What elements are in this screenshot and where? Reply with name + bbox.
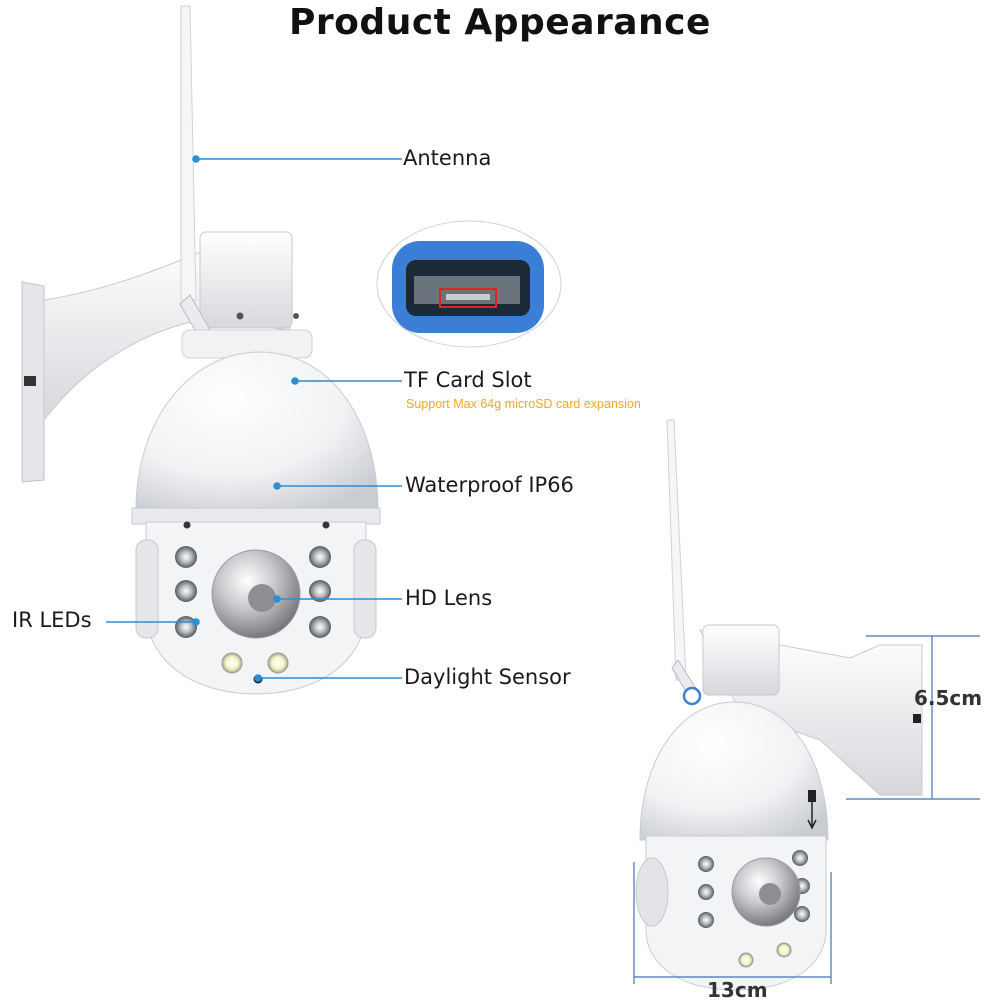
main-camera (21, 5, 381, 695)
antenna-dot (192, 155, 200, 163)
tf-card-note: Support Max 64g microSD card expansion (406, 397, 641, 411)
hd-lens-dot (273, 595, 281, 603)
waterproof-dot (273, 482, 281, 490)
tf-card-slot-label: TF Card Slot (404, 368, 532, 392)
page-title: Product Appearance (289, 2, 711, 43)
height-dimension-label: 6.5cm (914, 686, 983, 710)
width-dimension-label: 13cm (707, 978, 768, 1002)
tf-card-inset (376, 220, 562, 348)
ir-leds-label: IR LEDs (12, 608, 92, 632)
waterproof-label: Waterproof IP66 (405, 473, 574, 497)
daylight-sensor-dot (254, 674, 262, 682)
antenna-label: Antenna (403, 146, 492, 170)
ir-leds-dot (192, 618, 200, 626)
tf-card-dot (291, 377, 299, 385)
daylight-sensor-label: Daylight Sensor (404, 665, 571, 689)
hd-lens-label: HD Lens (405, 586, 493, 610)
side-camera (635, 419, 923, 991)
